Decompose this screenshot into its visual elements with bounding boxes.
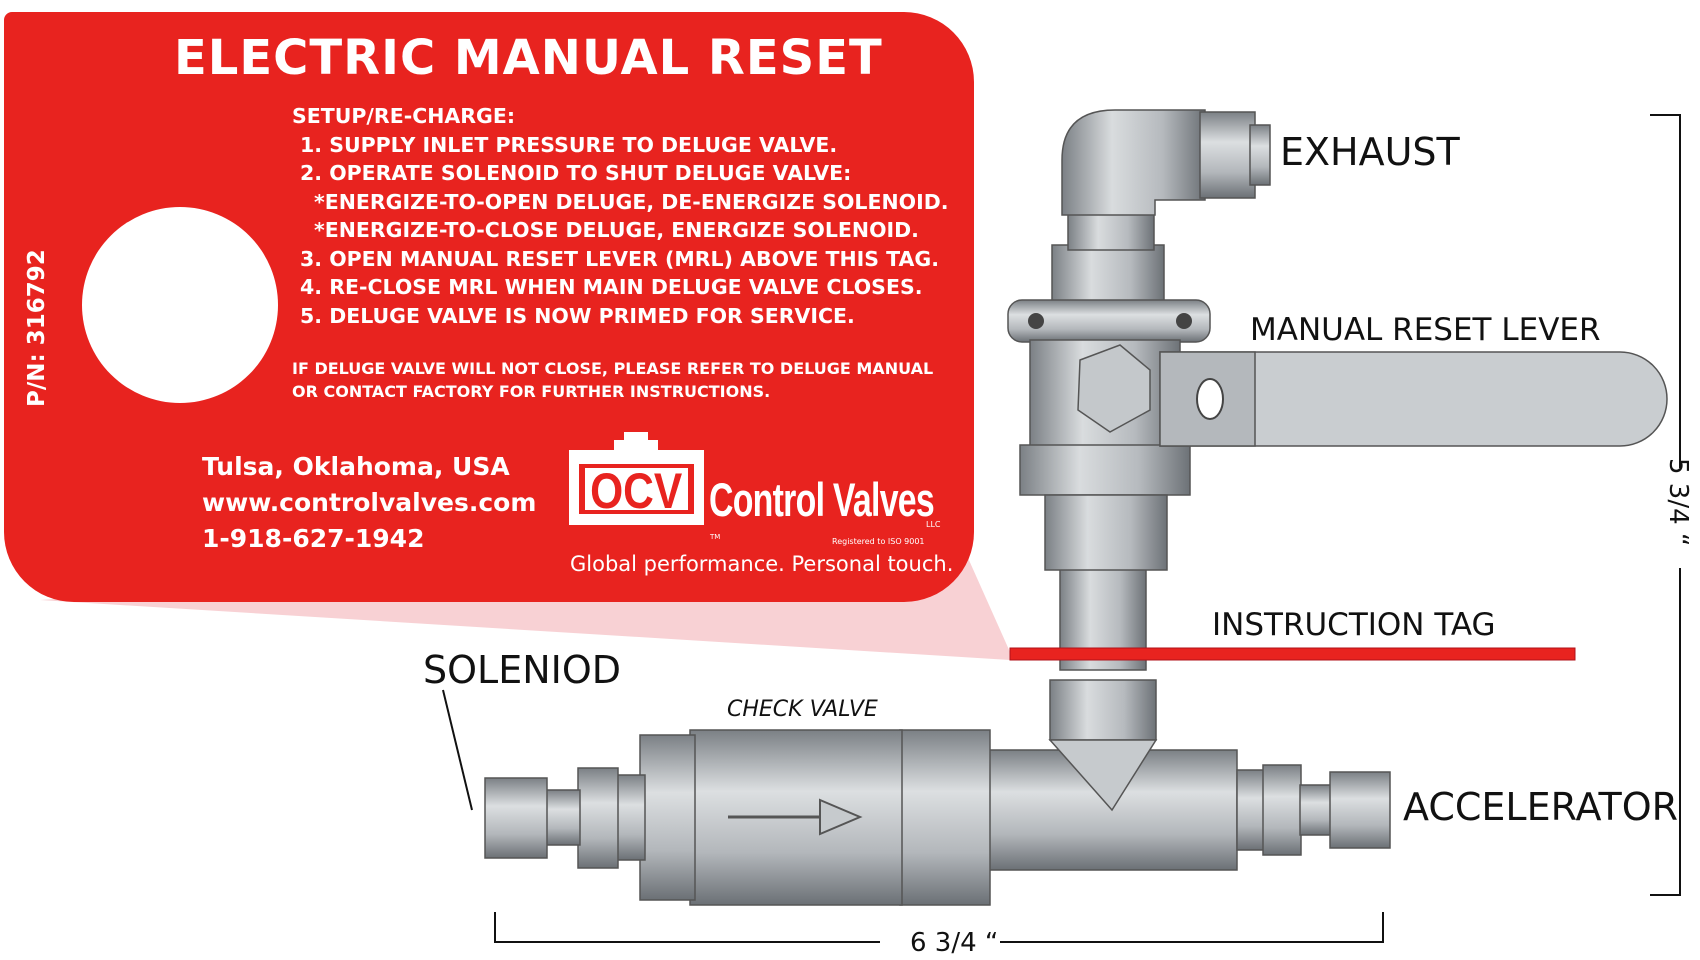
reset-lever-handle bbox=[1159, 351, 1668, 447]
valve-stem-hex bbox=[1077, 344, 1151, 433]
lower-coupling bbox=[1049, 679, 1157, 741]
right-thread bbox=[1236, 769, 1266, 851]
step-5: 5. DELUGE VALVE IS NOW PRIMED FOR SERVIC… bbox=[300, 303, 855, 328]
brand-llc: LLC bbox=[926, 520, 941, 529]
contact-phone: 1-918-627-1942 bbox=[202, 524, 425, 553]
label-exhaust: EXHAUST bbox=[1280, 130, 1460, 174]
height-dimension-line bbox=[1650, 114, 1681, 896]
step-1: 1. SUPPLY INLET PRESSURE TO DELUGE VALVE… bbox=[300, 132, 838, 157]
label-solenoid: SOLENIOD bbox=[423, 648, 622, 692]
tee-branch bbox=[1048, 739, 1158, 812]
solenoid-leader bbox=[442, 689, 473, 811]
flow-arrow-icon bbox=[819, 798, 863, 836]
check-valve-collar-left bbox=[639, 734, 696, 901]
flange-bolt-left-icon bbox=[1028, 313, 1044, 329]
right-nut bbox=[1262, 764, 1302, 856]
contact-info: Tulsa, Oklahoma, USA www.controlvalves.c… bbox=[202, 449, 536, 557]
exhaust-thread bbox=[1067, 209, 1155, 251]
valve-bonnet bbox=[1051, 244, 1165, 306]
steps-header: SETUP/RE-CHARGE: bbox=[292, 104, 516, 128]
right-tube bbox=[1299, 784, 1333, 836]
valve-nut bbox=[1044, 494, 1168, 571]
note-line-1: IF DELUGE VALVE WILL NOT CLOSE, PLEASE R… bbox=[292, 359, 934, 378]
step-2b: *ENERGIZE-TO-CLOSE DELUGE, ENERGIZE SOLE… bbox=[314, 218, 919, 242]
check-valve-collar-right bbox=[899, 729, 991, 906]
label-manual-reset-lever: MANUAL RESET LEVER bbox=[1250, 312, 1601, 348]
label-check-valve: CHECK VALVE bbox=[727, 697, 878, 722]
logo-mark: OCV bbox=[590, 463, 682, 519]
flange-bolt-right-icon bbox=[1176, 313, 1192, 329]
contact-web: www.controlvalves.com bbox=[202, 488, 537, 517]
label-accelerator: ACCELERATOR bbox=[1403, 785, 1679, 829]
width-dimension: 6 3/4 “ bbox=[910, 928, 999, 958]
tag-title: ELECTRIC MANUAL RESET bbox=[174, 30, 883, 86]
solenoid-nut bbox=[484, 777, 548, 859]
step-3: 3. OPEN MANUAL RESET LEVER (MRL) ABOVE T… bbox=[300, 246, 940, 271]
instruction-tag-card: ELECTRIC MANUAL RESET P/N: 316792 SETUP/… bbox=[4, 12, 974, 602]
brand-tm: TM bbox=[710, 533, 721, 541]
step-4: 4. RE-CLOSE MRL WHEN MAIN DELUGE VALVE C… bbox=[300, 275, 923, 299]
warning-note: IF DELUGE VALVE WILL NOT CLOSE, PLEASE R… bbox=[292, 357, 933, 403]
contact-city: Tulsa, Oklahoma, USA bbox=[202, 452, 510, 481]
note-line-2: OR CONTACT FACTORY FOR FURTHER INSTRUCTI… bbox=[292, 382, 771, 401]
brand-name: Control Valves bbox=[709, 473, 935, 526]
mounting-hole bbox=[82, 207, 278, 403]
ocv-logo-icon: OCV bbox=[569, 432, 704, 525]
label-instruction-tag: INSTRUCTION TAG bbox=[1212, 607, 1496, 643]
iso-registration: Registered to ISO 9001 bbox=[832, 537, 925, 546]
exhaust-fitting bbox=[1199, 111, 1256, 199]
height-dimension: 5 3/4 “ bbox=[1663, 458, 1693, 547]
tagline: Global performance. Personal touch. bbox=[570, 552, 954, 576]
instruction-tag-bar bbox=[1009, 647, 1576, 661]
exhaust-elbow bbox=[1061, 109, 1206, 216]
left-nut bbox=[577, 767, 619, 869]
valve-lower-body bbox=[1019, 444, 1191, 496]
step-2: 2. OPERATE SOLENOID TO SHUT DELUGE VALVE… bbox=[300, 161, 852, 185]
accelerator-nut bbox=[1329, 771, 1391, 849]
setup-steps: SETUP/RE-CHARGE: 1. SUPPLY INLET PRESSUR… bbox=[292, 102, 949, 330]
step-2a: *ENERGIZE-TO-OPEN DELUGE, DE-ENERGIZE SO… bbox=[314, 189, 949, 214]
left-thread bbox=[614, 774, 646, 861]
exhaust-cap bbox=[1249, 124, 1271, 186]
lever-hole-icon bbox=[1196, 378, 1224, 420]
width-dimension-line bbox=[494, 912, 1384, 943]
left-tube bbox=[544, 789, 581, 846]
